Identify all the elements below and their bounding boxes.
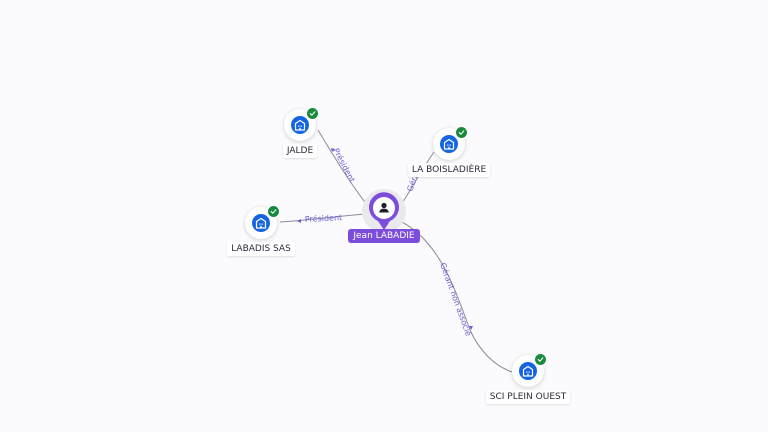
edge-sci-plein-ouest — [397, 219, 513, 373]
verified-check-icon — [455, 126, 468, 139]
person-label[interactable]: Jean LABADIE — [348, 229, 420, 243]
company-label-sci-plein-ouest[interactable]: SCI PLEIN OUEST — [485, 390, 571, 404]
verified-check-icon — [267, 205, 280, 218]
edge-label-sci-plein-ouest[interactable]: Gérant non associé — [438, 261, 474, 337]
person-node-jean-labadie[interactable]: Jean LABADIE — [334, 189, 434, 243]
edge-jalde — [317, 129, 369, 207]
edge-arrow-labadis-sas — [297, 219, 301, 223]
person-halo[interactable] — [362, 189, 406, 233]
verified-check-icon — [534, 353, 547, 366]
company-disc[interactable] — [245, 205, 280, 239]
building-icon — [252, 214, 270, 232]
edge-label-labadis-sas[interactable]: Président — [305, 212, 343, 224]
edge-arrow-sci-plein-ouest — [469, 326, 473, 330]
edge-labadis-sas — [279, 213, 367, 223]
person-pin — [369, 192, 399, 230]
company-label-jalde[interactable]: JALDE — [282, 144, 318, 158]
company-label-labadis-sas[interactable]: LABADIS SAS — [227, 242, 295, 256]
building-icon — [440, 135, 458, 153]
company-label-la-boisladiere[interactable]: LA BOISLADIÈRE — [407, 163, 491, 177]
company-disc[interactable] — [512, 353, 547, 387]
building-icon — [291, 116, 309, 134]
company-node-jalde[interactable]: JALDE — [270, 107, 330, 158]
company-node-labadis-sas[interactable]: LABADIS SAS — [221, 205, 301, 256]
building-icon — [519, 362, 537, 380]
edge-arrow-jalde — [331, 148, 335, 152]
company-node-la-boisladiere[interactable]: LA BOISLADIÈRE — [404, 126, 494, 177]
company-disc[interactable] — [284, 107, 319, 141]
company-disc[interactable] — [433, 126, 468, 160]
person-icon — [379, 202, 389, 213]
company-node-sci-plein-ouest[interactable]: SCI PLEIN OUEST — [478, 353, 578, 404]
verified-check-icon — [306, 107, 319, 120]
edge-label-jalde[interactable]: Président — [331, 146, 357, 184]
